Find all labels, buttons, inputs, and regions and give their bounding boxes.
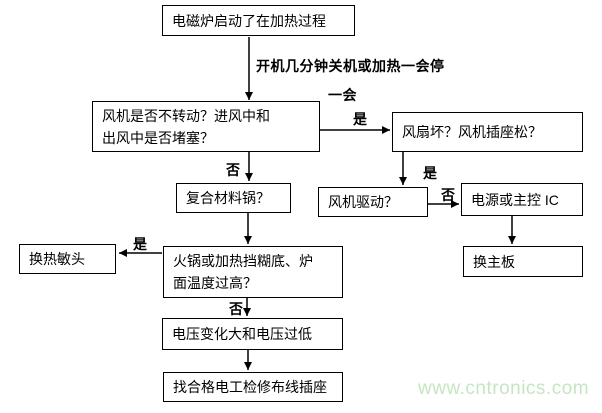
node-composite-pot: 复合材料锅？ xyxy=(176,183,291,213)
node-start-label: 电磁炉启动了在加热过程 xyxy=(172,12,326,29)
edge-label-no-voltage: 否 xyxy=(229,301,243,317)
node-voltage-label: 电压变化大和电压过低 xyxy=(172,326,312,342)
node-fan-broken-label: 风扇坏？风机插座松？ xyxy=(402,124,542,140)
edge-label-yes-fan-drive: 是 xyxy=(423,165,437,181)
node-pot-overheat: 火锅或加热挡糊底、炉 面温度过高？ xyxy=(163,246,343,298)
node-power-ic: 电源或主控 IC xyxy=(461,183,583,216)
node-start: 电磁炉启动了在加热过程 xyxy=(162,5,355,36)
node-electrician: 找合格电工检修布线插座 xyxy=(163,372,343,402)
node-replace-thermal: 换热敏头 xyxy=(19,244,116,274)
edge-label-no-composite-pot: 否 xyxy=(226,162,240,178)
node-pot-overheat-label: 火锅或加热挡糊底、炉 面温度过高？ xyxy=(173,253,313,291)
node-replace-thermal-label: 换热敏头 xyxy=(29,251,85,267)
symptom-note-line1: 开机几分钟关机或加热一会停 xyxy=(256,58,445,74)
watermark-text: www.cntronics.com xyxy=(418,378,590,399)
node-fan-check-label: 风机是否不转动？进风中和 出风中是否堵塞？ xyxy=(102,107,270,146)
node-fan-drive-label: 风机驱动？ xyxy=(328,194,398,210)
node-fan-drive: 风机驱动？ xyxy=(318,187,428,217)
symptom-note-line2: 一会 xyxy=(328,87,357,103)
node-replace-mainboard-label: 换主板 xyxy=(473,253,515,270)
edge-label-yes-thermal: 是 xyxy=(133,236,147,252)
node-fan-check: 风机是否不转动？进风中和 出风中是否堵塞？ xyxy=(92,101,320,152)
node-fan-broken: 风扇坏？风机插座松？ xyxy=(392,112,583,152)
node-electrician-label: 找合格电工检修布线插座 xyxy=(173,379,327,395)
edge-label-no-power-ic: 否 xyxy=(441,187,455,203)
edge-label-yes-fan-broken: 是 xyxy=(353,111,367,127)
node-voltage: 电压变化大和电压过低 xyxy=(162,318,343,350)
node-replace-mainboard: 换主板 xyxy=(463,246,583,277)
node-composite-pot-label: 复合材料锅？ xyxy=(186,190,270,206)
node-power-ic-label: 电源或主控 IC xyxy=(471,191,559,208)
